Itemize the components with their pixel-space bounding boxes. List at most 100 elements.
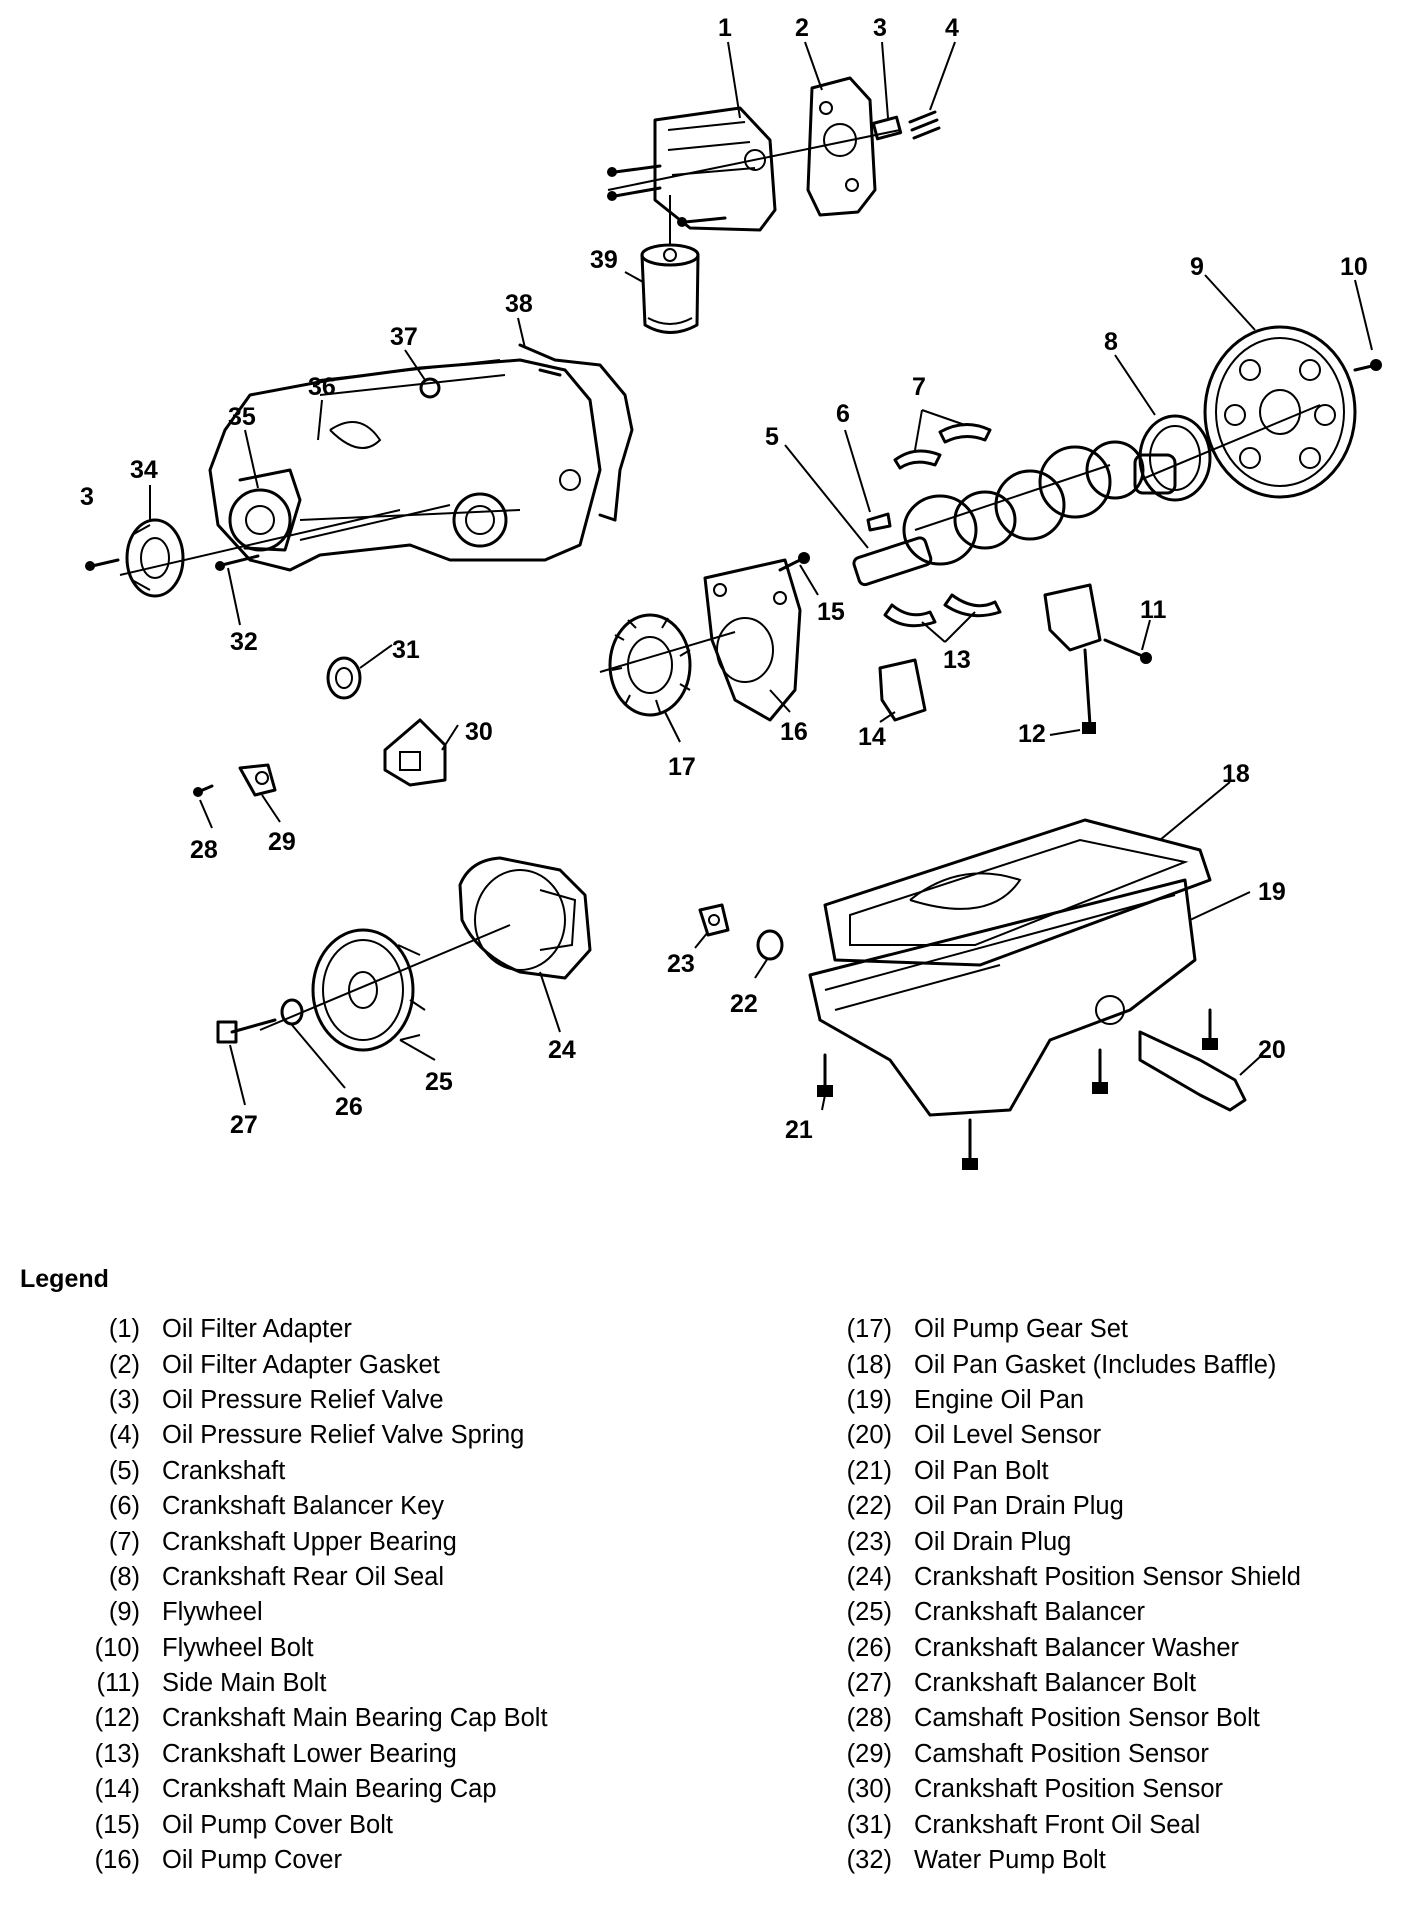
legend-item: (25)Crankshaft Balancer (812, 1595, 1301, 1630)
legend-item: (32)Water Pump Bolt (812, 1843, 1301, 1878)
legend-number: (12) (94, 1704, 140, 1733)
legend-number: (13) (94, 1739, 140, 1768)
oil-pan-gasket (823, 818, 1212, 967)
front-cover-gasket (518, 343, 634, 522)
main-cap-bolt (1082, 648, 1096, 734)
legend-item: (9)Flywheel (60, 1595, 548, 1630)
callout-34: 34 (130, 456, 158, 484)
exploded-parts-diagram: 1 2 3 4 5 6 7 8 9 10 11 12 13 14 15 16 1… (80, 14, 1382, 1170)
legend-number: (21) (846, 1456, 892, 1485)
legend-name: Oil Filter Adapter Gasket (162, 1350, 440, 1379)
legend-name: Oil Pump Gear Set (914, 1315, 1128, 1344)
legend-item: (27)Crankshaft Balancer Bolt (812, 1666, 1301, 1701)
legend-number: (18) (846, 1350, 892, 1379)
callout-23: 23 (667, 950, 695, 978)
legend-number: (11) (96, 1669, 140, 1698)
legend-number: (8) (108, 1562, 140, 1591)
callout-22: 22 (730, 990, 758, 1018)
legend-item: (19)Engine Oil Pan (812, 1383, 1301, 1418)
rear-oil-seal (1138, 414, 1212, 502)
legend-item: (10)Flywheel Bolt (60, 1631, 548, 1666)
callout-29: 29 (268, 828, 296, 856)
legend-name: Crankshaft Balancer Washer (914, 1633, 1240, 1662)
legend-item: (20)Oil Level Sensor (812, 1418, 1301, 1453)
crankshaft (852, 440, 1177, 587)
callout-12: 12 (1018, 720, 1046, 748)
callout-18: 18 (1222, 760, 1250, 788)
legend-item: (30)Crankshaft Position Sensor (812, 1772, 1301, 1807)
callout-8: 8 (1104, 328, 1118, 356)
callout-7: 7 (912, 373, 926, 401)
legend-name: Crankshaft Main Bearing Cap Bolt (162, 1704, 548, 1733)
legend-name: Engine Oil Pan (914, 1385, 1085, 1414)
callout-17: 17 (668, 753, 696, 781)
legend-name: Crankshaft Upper Bearing (162, 1527, 457, 1556)
callout-9: 9 (1190, 253, 1204, 281)
callout-25: 25 (425, 1068, 453, 1096)
legend-number: (24) (846, 1562, 892, 1591)
legend-name: Oil Pan Gasket (Includes Baffle) (914, 1350, 1277, 1379)
callout-39: 39 (590, 246, 618, 274)
legend-item: (31)Crankshaft Front Oil Seal (812, 1807, 1301, 1842)
legend-number: (15) (94, 1810, 140, 1839)
legend-item: (26) Crankshaft Balancer Washer (812, 1631, 1301, 1666)
callout-10: 10 (1340, 253, 1368, 281)
water-pump-bolt (215, 554, 260, 571)
legend-name: Crankshaft Position Sensor Shield (914, 1562, 1301, 1591)
lower-bearings (883, 593, 1002, 628)
legend-item: (21)Oil Pan Bolt (812, 1454, 1301, 1489)
balancer-bolt (216, 1018, 277, 1044)
callout-38: 38 (505, 290, 533, 318)
callout-15: 15 (817, 598, 845, 626)
legend-item: (18) Oil Pan Gasket (Includes Baffle) (812, 1347, 1301, 1382)
legend-title: Legend (20, 1265, 109, 1293)
legend-item: (1) Oil Filter Adapter (60, 1312, 548, 1347)
legend-number: (23) (846, 1527, 892, 1556)
dowel-pin (419, 377, 441, 399)
balancer-key (866, 512, 892, 532)
callout-31: 31 (392, 636, 420, 664)
legend: Legend (1)Oil Filter Adapter (2)Oil Filt… (0, 1250, 1408, 1900)
legend-number: (26) (846, 1633, 892, 1662)
legend-number: (5) (108, 1456, 140, 1485)
callout-32: 32 (230, 628, 258, 656)
legend-name: Crankshaft (162, 1456, 286, 1485)
callout-5: 5 (765, 423, 779, 451)
legend-item: (11)Side Main Bolt (60, 1666, 548, 1701)
callout-28: 28 (190, 836, 218, 864)
callout-21: 21 (785, 1116, 813, 1144)
legend-number: (32) (846, 1846, 892, 1875)
legend-item: (3)Oil Pressure Relief Valve (60, 1383, 548, 1418)
legend-name: Oil Filter Adapter (162, 1315, 352, 1344)
callout-14: 14 (858, 723, 886, 751)
legend-name: Crankshaft Balancer (914, 1598, 1146, 1627)
legend-name: Crankshaft Front Oil Seal (914, 1810, 1201, 1839)
callout-1: 1 (718, 14, 732, 42)
callout-labels: 1 2 3 4 5 6 7 8 9 10 11 12 13 14 15 16 1… (80, 14, 1368, 1144)
legend-number: (29) (846, 1739, 892, 1768)
callout-16: 16 (780, 718, 808, 746)
legend-number: (27) (846, 1669, 892, 1698)
oil-filter (640, 243, 700, 334)
callout-4: 4 (945, 14, 959, 42)
legend-item: (14)Crankshaft Main Bearing Cap (60, 1772, 548, 1807)
legend-number: (6) (108, 1492, 140, 1521)
upper-bearings (893, 423, 992, 470)
callout-30: 30 (465, 718, 493, 746)
legend-number: (1) (108, 1315, 140, 1344)
legend-number: (14) (94, 1775, 140, 1804)
legend-number: (16) (94, 1846, 140, 1875)
legend-number: (22) (846, 1492, 892, 1521)
oil-level-sensor (1138, 1030, 1247, 1112)
pulley-bolt (85, 558, 120, 571)
callout-3: 3 (873, 14, 887, 42)
legend-item: (16)Oil Pump Cover (60, 1843, 548, 1878)
balancer-washer (280, 998, 304, 1026)
water-pump (228, 468, 302, 552)
legend-name: Crankshaft Lower Bearing (162, 1739, 457, 1768)
legend-item: (17)Oil Pump Gear Set (812, 1312, 1301, 1347)
legend-item: (28)Camshaft Position Sensor Bolt (812, 1701, 1301, 1736)
legend-name: Camshaft Position Sensor (914, 1739, 1209, 1768)
legend-name: Crankshaft Rear Oil Seal (162, 1562, 445, 1591)
legend-name: Flywheel (162, 1598, 263, 1627)
